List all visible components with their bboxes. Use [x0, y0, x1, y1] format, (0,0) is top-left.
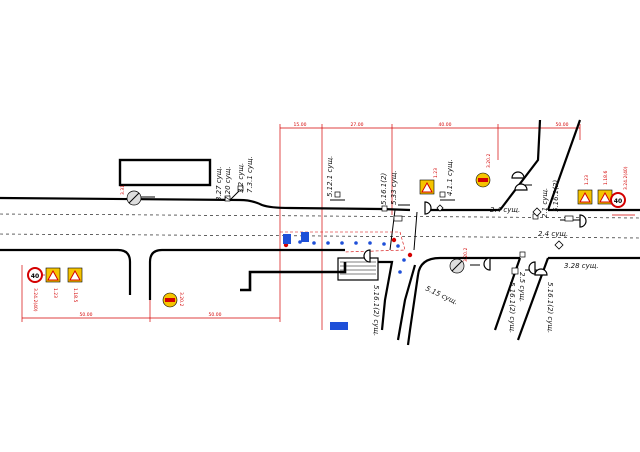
label-4-1-1: 4.1.1 сущ.	[446, 159, 454, 196]
end-zone-sign-upper	[126, 190, 142, 206]
temporary-lane	[378, 260, 394, 331]
end-restriction-sign-lower	[162, 292, 178, 308]
label-2-5: 2.5 сущ.	[518, 272, 526, 302]
warning-sign-mid	[419, 179, 435, 195]
code-3-20-2-upper: 3.20.2	[486, 154, 492, 168]
bottom-dimension-lines: 50.00 50.00	[21, 250, 281, 322]
label-5-33: 5.33 сущ.	[390, 170, 398, 205]
code-1-18-6: 1.18.6	[603, 171, 609, 185]
building-outline	[118, 158, 212, 187]
label-5-15: 5.15 сущ.	[424, 285, 459, 307]
detour-signs	[283, 232, 348, 330]
code-3-20-2-lower: 3.20.2	[178, 292, 184, 306]
top-dimension-lines: 15.00 27.00 40.00 50.00	[279, 122, 581, 330]
road-edges	[0, 119, 640, 346]
label-5-16-1-lower-mid: 5.16.1(2) сущ.	[508, 282, 516, 333]
construction-barrier	[240, 262, 347, 292]
code-3-24-2-right: 3.24.2(40)	[623, 166, 629, 190]
label-7-3-1: 7.3.1 сущ.	[246, 156, 254, 193]
dimension-top-3: 40.00	[439, 122, 452, 128]
label-2-4-upper: 2.4 сущ.	[490, 206, 520, 214]
code-1-18-5: 1.18.5	[72, 288, 78, 302]
sign-bases	[224, 185, 574, 275]
end-restriction-sign-upper	[475, 172, 491, 188]
speed-limit-sign-right: 40	[610, 192, 626, 208]
code-1-23-right: 1.23	[584, 175, 590, 185]
label-3-2: 3.2 сущ.	[237, 163, 245, 193]
code-3-20-2-lower-right: 3.20.2	[463, 248, 469, 262]
traffic-lights	[363, 171, 587, 276]
dimension-bottom-2: 50.00	[209, 312, 222, 318]
code-1-23-mid: 1.23	[433, 168, 439, 178]
code-3-31-upper: 3.31	[120, 185, 126, 195]
warning-sign-right-1	[577, 189, 593, 205]
work-zone-boundary	[280, 231, 406, 253]
warning-sign-right-2	[597, 189, 613, 205]
label-2-4-right: 2.4 сущ.	[538, 230, 568, 238]
label-5-16-1-left: 5.16.1(2)	[380, 173, 388, 205]
speed-limit-value-left: 40	[31, 273, 39, 280]
priority-markers	[436, 204, 564, 250]
dimension-bottom-1: 50.00	[80, 312, 93, 318]
dimension-top-1: 15.00	[294, 122, 307, 128]
construction-zone	[337, 257, 379, 281]
dimension-top-4: 50.00	[556, 122, 569, 128]
code-1-23-left: 1.23	[52, 288, 58, 298]
speed-limit-value-right: 40	[614, 198, 622, 205]
label-2-1: 2.1 сущ.	[541, 188, 549, 218]
end-zone-sign-lower	[449, 258, 465, 274]
label-5-16-1-lower-right: 5.16.1(2) сущ.	[546, 282, 554, 333]
label-5-16-1-right: 5.16.1(2)	[552, 180, 560, 212]
warning-sign-left-1	[45, 267, 61, 283]
label-5-12-1: 5.12.1 сущ.	[326, 156, 334, 197]
label-3-28: 3.28 сущ.	[564, 262, 599, 270]
label-3-27: 3.27 сущ.	[215, 166, 223, 201]
label-5-16-1-lower-left: 5.16.1(2) сущ.	[372, 285, 380, 336]
code-3-24-2-left: 3.24.2(40)	[32, 288, 38, 312]
speed-limit-sign-left: 40	[27, 267, 43, 283]
label-7-20: 7.20 сущ.	[224, 166, 232, 201]
cone-row	[298, 240, 406, 274]
dimension-top-2: 27.00	[351, 122, 364, 128]
warning-sign-left-2	[67, 267, 83, 283]
